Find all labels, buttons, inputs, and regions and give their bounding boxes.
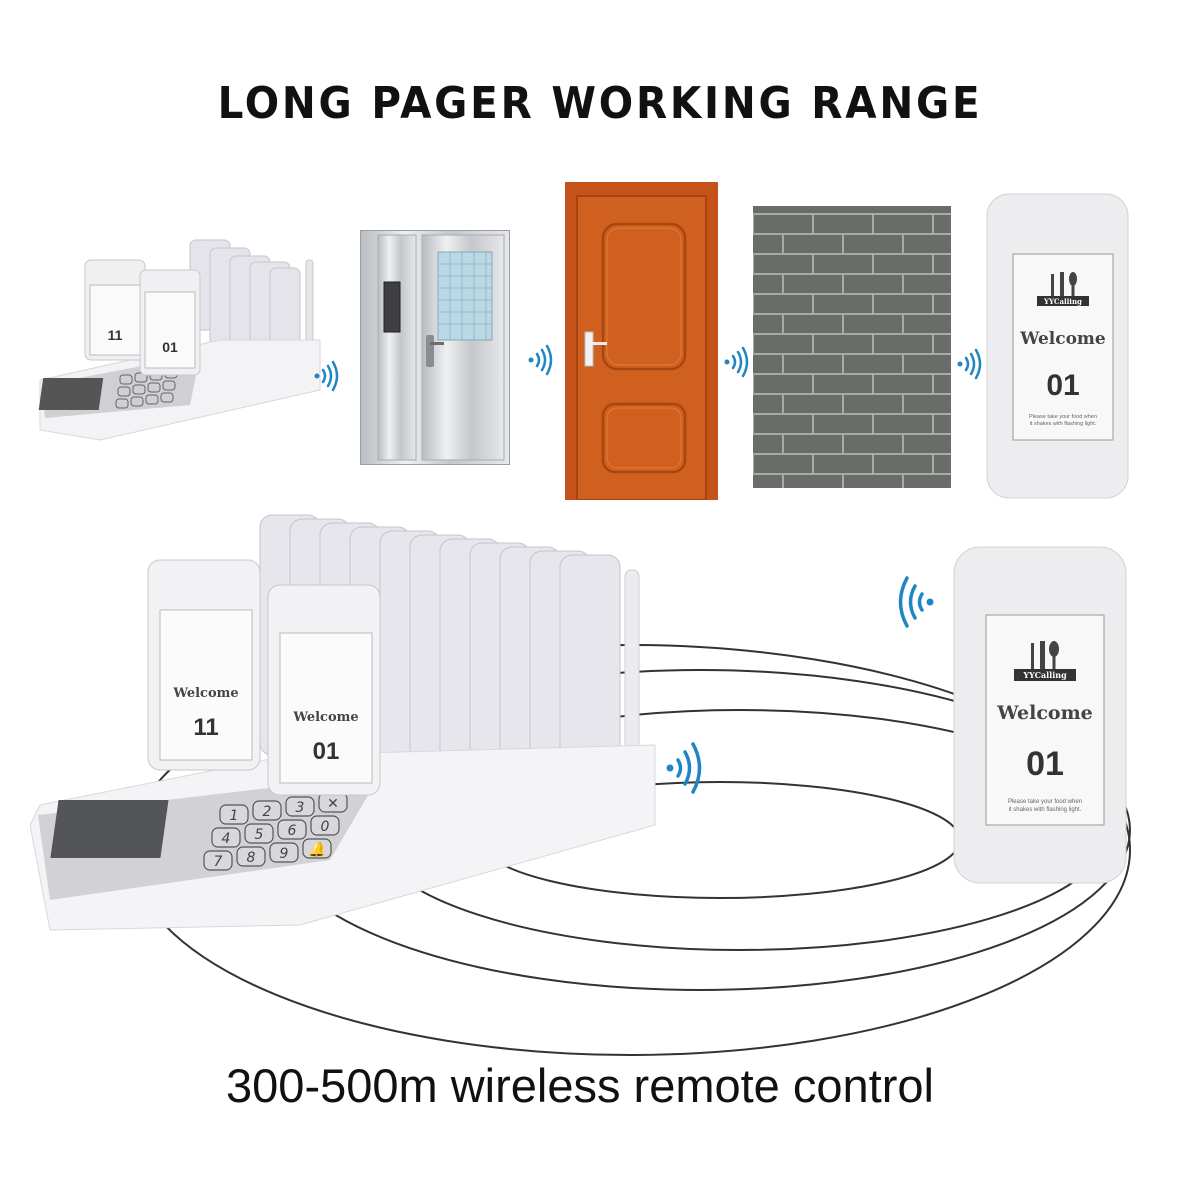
svg-text:🔔: 🔔: [308, 841, 328, 858]
keypad-key: 3: [285, 796, 315, 817]
keypad-key: 1: [219, 804, 249, 825]
keypad-key: 7: [203, 850, 233, 871]
keypad-key: 9: [269, 842, 299, 863]
pager-number: 01: [1046, 369, 1079, 402]
base-pager-left-welcome: Welcome: [172, 686, 238, 701]
svg-text:5: 5: [255, 827, 264, 843]
pager-note-line1: Please take your food when: [1029, 414, 1097, 420]
wireless-signal-icon: [666, 742, 702, 794]
svg-text:4: 4: [222, 831, 231, 847]
small-pager-number-right: 01: [162, 339, 178, 355]
keypad-key: 🔔: [302, 838, 332, 859]
metal-security-door: [360, 230, 510, 465]
svg-text:2: 2: [263, 804, 272, 820]
keypad: 1 2 3 ✕ 4 5 6 0 7 8 9 🔔: [203, 792, 348, 871]
base-pager-right-welcome: Welcome: [292, 710, 358, 725]
keypad-key: ✕: [318, 792, 348, 813]
brick-wall: [753, 206, 951, 488]
pager-note-line1: Please take your food when: [1008, 799, 1082, 805]
svg-text:7: 7: [214, 854, 223, 870]
pager-welcome: Welcome: [996, 702, 1093, 724]
pager-brand: YYCalling: [1022, 670, 1067, 680]
svg-text:9: 9: [280, 846, 289, 862]
pager-brand: YYCalling: [1043, 297, 1082, 306]
small-pager-number-left: 11: [108, 327, 123, 343]
keypad-key: 4: [211, 827, 241, 848]
pager-number: 01: [1026, 745, 1064, 783]
pager-note-line2: it shakes with flashing light.: [1009, 807, 1082, 813]
utensils-logo-icon: [1014, 641, 1076, 681]
wireless-signal-icon: [528, 344, 553, 376]
svg-text:8: 8: [247, 850, 256, 866]
svg-text:3: 3: [296, 800, 305, 816]
base-pager-left-number: 11: [193, 714, 218, 741]
svg-text:1: 1: [230, 808, 239, 824]
svg-text:✕: ✕: [327, 796, 339, 812]
svg-text:6: 6: [288, 823, 297, 839]
pager-bottom: YYCalling Welcome 01 Please take your fo…: [953, 546, 1127, 884]
keypad-key: 6: [277, 819, 307, 840]
wireless-signal-icon: [314, 360, 339, 392]
keypad-key: 5: [244, 823, 274, 844]
caption: 300-500m wireless remote control: [226, 1059, 934, 1112]
page-title: LONG PAGER WORKING RANGE: [217, 78, 983, 129]
svg-text:0: 0: [321, 819, 330, 835]
wireless-signal-icon: [957, 348, 982, 380]
keypad-key: 2: [252, 800, 282, 821]
large-base-station: 1 2 3 ✕ 4 5 6 0 7 8 9 🔔 Welcome 11 Welcome 01: [30, 514, 656, 931]
wireless-signal-icon: [724, 346, 749, 378]
pager-welcome: Welcome: [1019, 329, 1106, 349]
small-base-station: 11 01: [38, 239, 321, 441]
base-pager-right-number: 01: [313, 738, 340, 765]
wooden-door: [565, 182, 718, 500]
pager-note-line2: it shakes with flashing light.: [1030, 421, 1097, 427]
pager-top: YYCalling Welcome 01 Please take your fo…: [986, 193, 1129, 499]
wireless-signal-icon: [898, 576, 934, 628]
utensils-logo-icon: [1037, 272, 1089, 306]
keypad-key: 8: [236, 846, 266, 867]
keypad-key: 0: [310, 815, 340, 836]
